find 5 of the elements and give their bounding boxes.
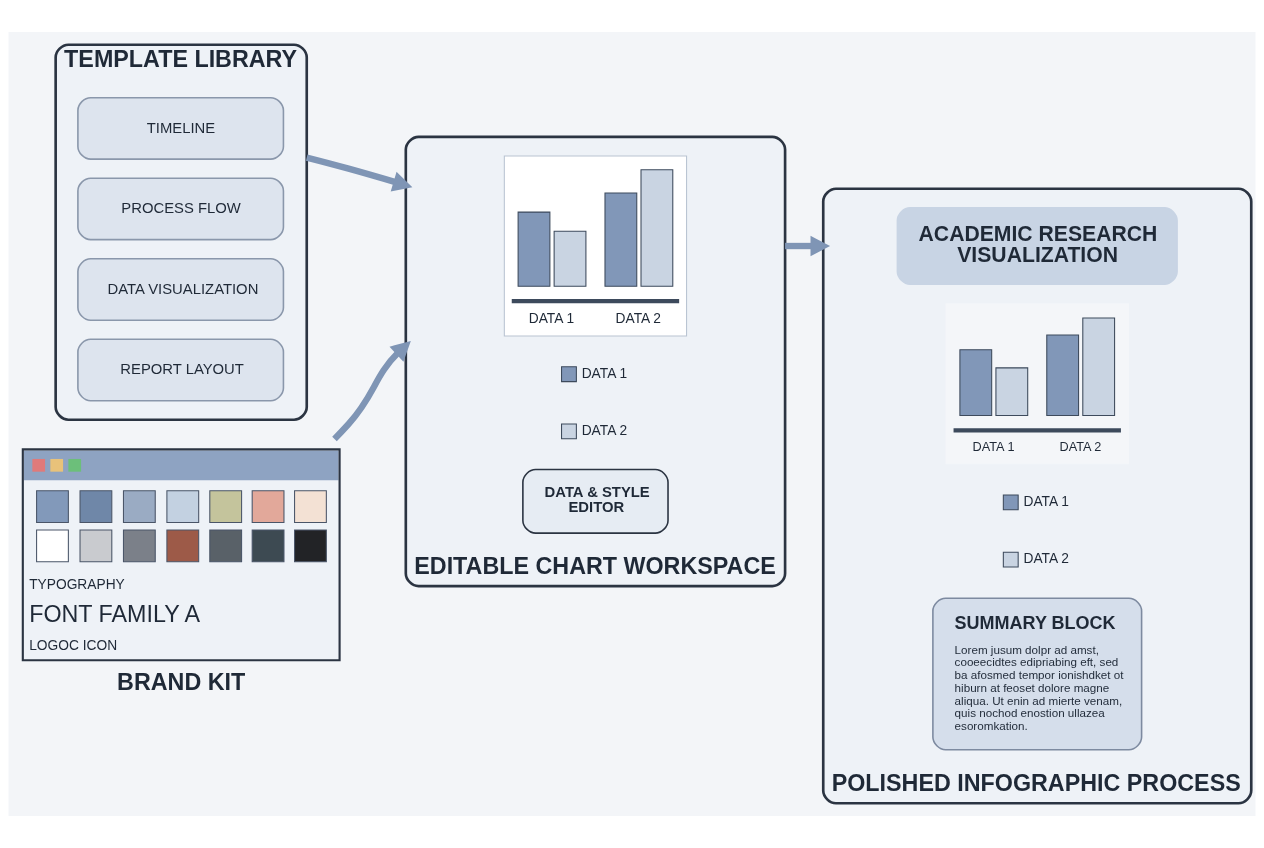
node-label: BRAND KIT	[117, 668, 246, 695]
legend-label: DATA 2	[1023, 551, 1069, 567]
legend-label: DATA 2	[581, 423, 628, 439]
legend-label: DATA 1	[1023, 494, 1069, 509]
legend-label: DATA 1	[581, 365, 628, 381]
